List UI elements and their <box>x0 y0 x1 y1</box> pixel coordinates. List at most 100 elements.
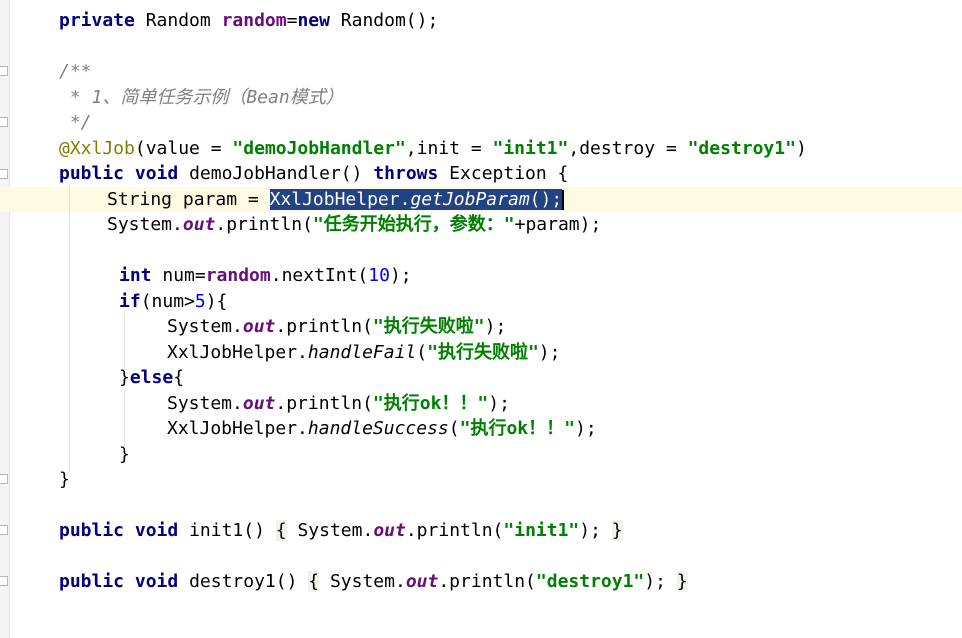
code-token: { <box>173 367 185 388</box>
code-token: */ <box>59 112 92 133</box>
code-token <box>601 520 612 541</box>
code-token: ); <box>574 418 597 439</box>
code-line[interactable]: private Random random=new Random(); <box>0 8 962 33</box>
code-token: private <box>59 10 135 31</box>
code-token: destroy1() <box>178 571 309 592</box>
code-token: "destroy1" <box>535 571 645 592</box>
code-token: Random(); <box>329 10 439 31</box>
code-line[interactable]: } <box>0 442 962 467</box>
code-line[interactable]: public void init1() { System.out.println… <box>0 518 962 543</box>
code-line-content: private Random random=new Random(); <box>59 8 438 33</box>
code-line-content: XxlJobHelper.handleFail("执行失败啦"); <box>167 340 560 365</box>
code-line-content: public void init1() { System.out.println… <box>59 518 623 543</box>
code-token: } <box>611 520 623 541</box>
code-line[interactable]: }else{ <box>0 365 962 390</box>
fold-marker-icon[interactable] <box>0 525 8 535</box>
code-line-content: if(num>5){ <box>119 289 227 314</box>
code-token <box>124 520 135 541</box>
code-token: ); <box>644 571 666 592</box>
code-line[interactable]: public void demoJobHandler() throws Exce… <box>0 161 962 186</box>
code-line[interactable]: * 1、简单任务示例（Bean模式） <box>0 85 962 110</box>
code-token: ); <box>579 520 601 541</box>
fold-marker-icon[interactable] <box>0 66 8 76</box>
code-token: @XxlJob <box>59 137 135 159</box>
indent-guide <box>124 391 125 448</box>
code-line[interactable]: @XxlJob(value = "demoJobHandler",init = … <box>0 136 962 161</box>
code-token: 5 <box>194 290 206 312</box>
code-line-content: public void demoJobHandler() throws Exce… <box>59 161 568 186</box>
code-token: new <box>297 10 330 31</box>
code-token: ( <box>448 418 460 439</box>
code-token: throws <box>373 163 439 184</box>
code-line-content: System.out.println("执行失败啦"); <box>167 314 506 339</box>
code-token: random <box>221 10 287 31</box>
code-token: +param); <box>514 214 602 235</box>
code-line-content: @XxlJob(value = "demoJobHandler",init = … <box>59 136 807 161</box>
indent-guide <box>69 185 70 472</box>
code-line[interactable]: /** <box>0 59 962 84</box>
indent-guide <box>124 314 125 371</box>
code-line[interactable] <box>0 493 962 518</box>
code-line[interactable]: */ <box>0 110 962 135</box>
code-line[interactable]: int num=random.nextInt(10); <box>0 263 962 288</box>
fold-marker-icon[interactable] <box>0 117 8 127</box>
code-token: demoJobHandler() <box>178 163 374 184</box>
code-token: random <box>205 265 271 286</box>
code-line[interactable] <box>0 34 962 59</box>
text-caret <box>562 189 565 210</box>
code-token: "执行失败啦" <box>372 316 485 337</box>
code-line[interactable]: System.out.println("执行失败啦"); <box>0 314 962 339</box>
code-token: ,init = <box>405 137 493 159</box>
code-token: ){ <box>205 290 228 312</box>
code-token: ); <box>484 316 507 337</box>
code-token: public <box>59 163 125 184</box>
code-token: } <box>119 443 130 465</box>
code-line[interactable]: XxlJobHelper.handleSuccess("执行ok！！"); <box>0 416 962 441</box>
code-line-content: public void destroy1() { System.out.prin… <box>59 569 688 594</box>
code-token: (value = <box>134 137 233 159</box>
code-token: .println( <box>275 392 373 414</box>
code-line[interactable]: public void destroy1() { System.out.prin… <box>0 569 962 594</box>
selected-text: (); <box>529 188 563 210</box>
code-token: } <box>119 367 130 388</box>
code-line-content: System.out.println("执行ok！！"); <box>167 391 510 416</box>
code-line[interactable]: XxlJobHelper.handleFail("执行失败啦"); <box>0 340 962 365</box>
fold-marker-icon[interactable] <box>0 474 8 484</box>
code-token: "demoJobHandler" <box>232 137 406 159</box>
code-token: "init1" <box>492 137 569 159</box>
code-token: .println( <box>405 520 504 541</box>
code-line[interactable]: System.out.println("任务开始执行，参数："+param); <box>0 212 962 237</box>
fold-marker-icon[interactable] <box>0 169 8 179</box>
code-line-content: /** <box>59 59 92 84</box>
code-token: out <box>182 214 216 235</box>
code-line[interactable]: } <box>0 467 962 492</box>
fold-marker-icon[interactable] <box>0 576 8 586</box>
code-token: } <box>59 469 70 490</box>
code-line[interactable]: if(num>5){ <box>0 289 962 314</box>
code-token: ,destroy = <box>568 137 688 159</box>
code-line[interactable] <box>0 544 962 569</box>
code-token: .nextInt( <box>270 265 369 286</box>
code-token: Random <box>134 10 222 31</box>
code-token: System. <box>167 316 243 337</box>
code-token: ) <box>795 137 807 159</box>
code-token: ); <box>538 341 561 363</box>
code-token: "destroy1" <box>687 137 796 159</box>
code-token: if <box>119 290 141 312</box>
code-token: out <box>405 571 439 592</box>
code-line[interactable] <box>0 238 962 263</box>
code-token: ); <box>389 265 412 286</box>
code-token: handleSuccess <box>307 418 449 439</box>
code-token: { <box>275 520 287 541</box>
code-line-content: * 1、简单任务示例（Bean模式） <box>59 85 344 110</box>
code-token: "任务开始执行，参数：" <box>312 214 515 235</box>
code-token: XxlJobHelper. <box>167 418 308 439</box>
code-token: "init1" <box>503 520 580 541</box>
editor-gutter <box>0 0 10 638</box>
code-line[interactable]: String param = XxlJobHelper.getJobParam(… <box>0 186 962 212</box>
code-token: String param = <box>107 188 270 210</box>
code-line[interactable]: System.out.println("执行ok！！"); <box>0 391 962 416</box>
code-token: ( <box>416 341 428 363</box>
code-token <box>124 571 135 592</box>
code-token <box>666 571 677 592</box>
